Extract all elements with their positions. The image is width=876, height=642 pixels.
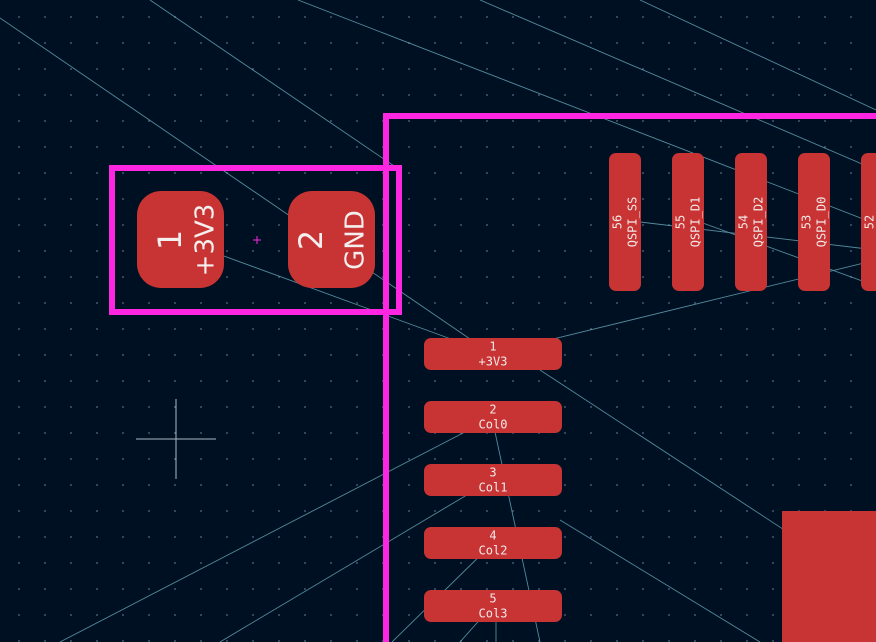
pad-net-name: QSPI_D1 bbox=[689, 197, 703, 248]
pad-net-name: Col1 bbox=[479, 481, 508, 495]
pad-number: 1 bbox=[151, 230, 189, 250]
pad-number: 52 bbox=[863, 215, 876, 229]
ic-left-pad-2[interactable]: 2 Col0 bbox=[424, 401, 562, 433]
ic-left-pad-4[interactable]: 4 Col2 bbox=[424, 527, 562, 559]
pad-net-name: +3V3 bbox=[191, 204, 221, 277]
pad-net-name: +3V3 bbox=[479, 355, 508, 369]
ratsnest-line bbox=[59, 417, 493, 642]
ratsnest-line bbox=[699, 221, 876, 287]
pad-net-name: QSPI_SS bbox=[626, 197, 640, 248]
capacitor-pad-2[interactable]: 2 GND bbox=[288, 191, 375, 288]
ic-top-pad-52[interactable]: 52 bbox=[861, 153, 876, 291]
ratsnest-line bbox=[179, 239, 493, 355]
pad-net-name: Col0 bbox=[479, 418, 508, 432]
capacitor-courtyard[interactable] bbox=[109, 165, 402, 315]
cursor-crosshair-icon bbox=[136, 399, 216, 479]
ratsnest-line bbox=[559, 519, 761, 642]
pad-number: 5 bbox=[489, 592, 496, 606]
ratsnest-line bbox=[639, 0, 876, 111]
capacitor-pad-1[interactable]: 1 +3V3 bbox=[137, 191, 224, 288]
pad-net-name: QSPI_D2 bbox=[752, 197, 766, 248]
ratsnest-line bbox=[0, 17, 493, 355]
ic-left-pad-1[interactable]: 1 +3V3 bbox=[424, 338, 562, 370]
pad-number: 55 bbox=[674, 215, 688, 229]
ratsnest-line bbox=[149, 0, 401, 171]
pad-net-name: Col3 bbox=[479, 607, 508, 621]
pad-number: 1 bbox=[489, 340, 496, 354]
ic-top-pad-56[interactable]: 56 QSPI_SS bbox=[609, 153, 641, 291]
ratsnest-line bbox=[297, 0, 876, 225]
ic-top-pad-53[interactable]: 53 QSPI_D0 bbox=[798, 153, 830, 291]
pad-number: 4 bbox=[489, 529, 496, 543]
pad-number: 56 bbox=[611, 215, 625, 229]
ratsnest-line bbox=[479, 0, 876, 171]
ratsnest-line bbox=[219, 479, 493, 642]
ic-top-pad-55[interactable]: 55 QSPI_D1 bbox=[672, 153, 704, 291]
pad-number: 53 bbox=[800, 215, 814, 229]
pad-number: 2 bbox=[489, 403, 496, 417]
pad-net-name: GND bbox=[341, 210, 371, 270]
pad-number: 3 bbox=[489, 466, 496, 480]
ic-left-pad-5[interactable]: 5 Col3 bbox=[424, 590, 562, 622]
pad-number: 2 bbox=[292, 230, 330, 250]
ic-left-pad-3[interactable]: 3 Col1 bbox=[424, 464, 562, 496]
ic-thermal-pad[interactable] bbox=[782, 511, 876, 642]
pad-net-name: QSPI_D0 bbox=[815, 197, 829, 248]
ic-top-pad-54[interactable]: 54 QSPI_D2 bbox=[735, 153, 767, 291]
pad-net-name: Col2 bbox=[479, 544, 508, 558]
footprint-anchor-icon bbox=[253, 236, 261, 244]
ic-courtyard[interactable] bbox=[383, 113, 876, 642]
pad-number: 54 bbox=[737, 215, 751, 229]
